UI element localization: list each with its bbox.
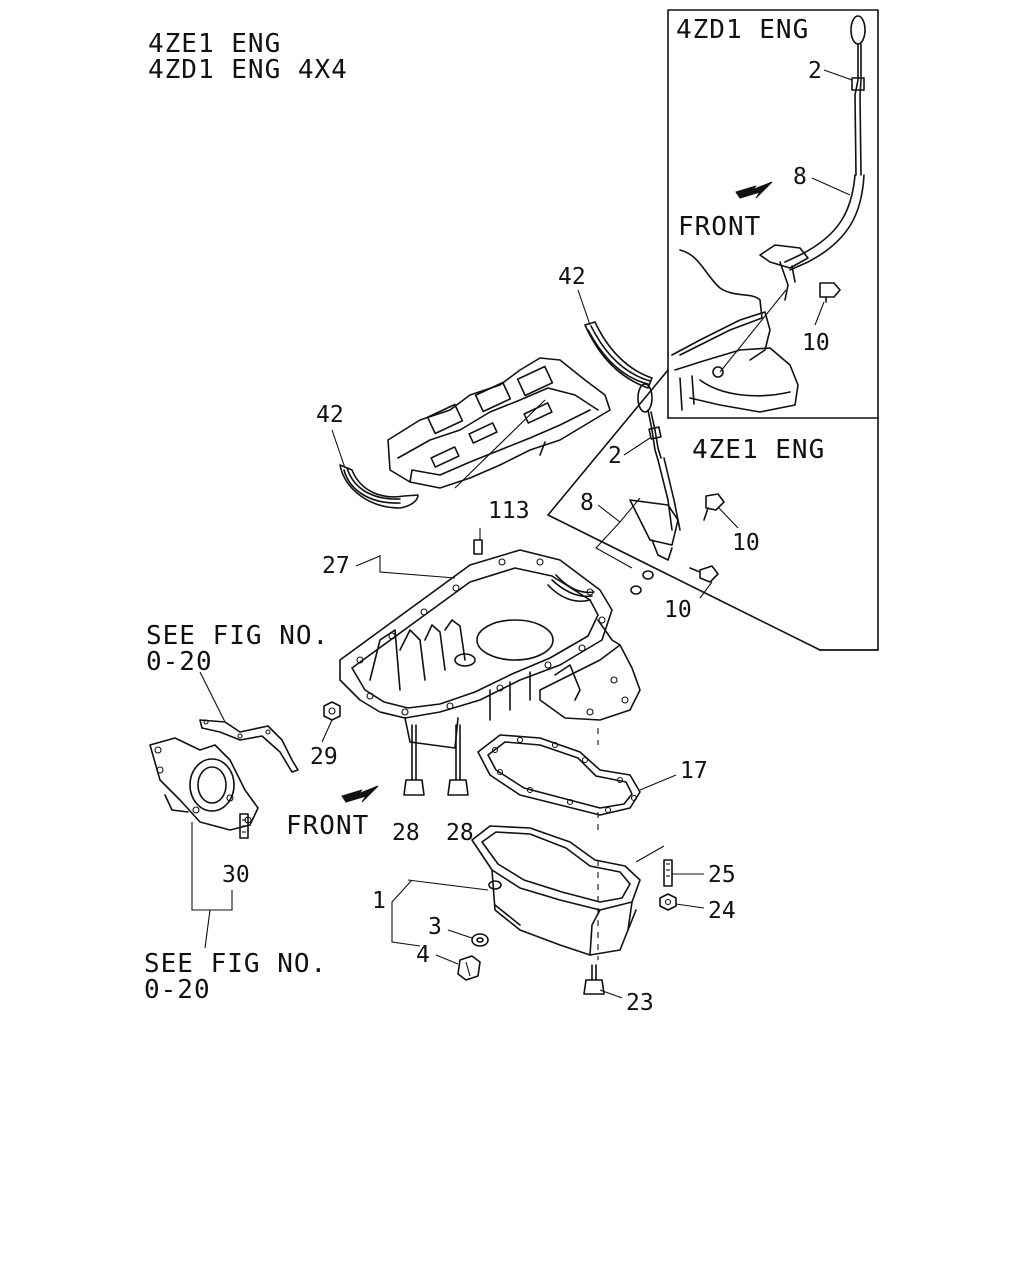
front-cover-gasket [199, 719, 299, 773]
drain-plug-4: 4 [416, 942, 481, 981]
front-arrow-icon-main [341, 785, 379, 803]
inset-4zd1-front-label: FRONT [678, 212, 761, 242]
callout-8-4ze1: 8 [580, 490, 594, 516]
callout-24: 24 [708, 898, 736, 924]
bearing-42-top: 42 [558, 264, 653, 389]
tube-bracket-4ze1 [629, 499, 679, 546]
main-front-label: FRONT [286, 811, 369, 841]
stud-113: 113 [473, 498, 530, 555]
bolt-10-upper-icon [705, 493, 725, 511]
header-title-line1: 4ZE1 ENG [148, 29, 281, 59]
engine-block-outline-4zd1 [679, 249, 763, 356]
callout-28-a: 28 [392, 820, 420, 846]
inset-frame [547, 9, 879, 651]
upper-oil-pan: 27 [322, 549, 641, 749]
inset-4zd1: 4ZD1 ENG 10 2 8 FRONT [671, 15, 866, 413]
bolt-10-icon-4zd1 [819, 282, 841, 298]
callout-2-4ze1: 2 [608, 443, 622, 469]
bolt-28-a: 28 [392, 724, 425, 846]
see-fig-bottom-line1: SEE FIG NO. [144, 949, 327, 979]
front-cover-oil-pump [149, 737, 259, 831]
washer-3: 3 [428, 914, 489, 947]
stud-25: 25 [635, 845, 736, 888]
callout-3: 3 [428, 914, 442, 940]
oil-pan-gasket: 17 [477, 734, 708, 816]
bearing-42-left: 42 [316, 402, 419, 509]
callout-10-4ze1-upper: 10 [732, 530, 760, 556]
callout-30: 30 [222, 862, 250, 888]
header-title-line2: 4ZD1 ENG 4X4 [148, 55, 348, 85]
callout-42-left: 42 [316, 402, 344, 428]
see-fig-top-line1: SEE FIG NO. [146, 621, 329, 651]
bolt-23: 23 [583, 964, 654, 1016]
callout-4: 4 [416, 942, 430, 968]
tube-bracket-4zd1 [759, 244, 809, 269]
nut-29: 29 [310, 701, 341, 770]
callout-2-4zd1: 2 [808, 58, 822, 84]
callout-29: 29 [310, 744, 338, 770]
callout-10-4zd1: 10 [802, 330, 830, 356]
callout-25: 25 [708, 862, 736, 888]
bearing-cap-ladder [387, 357, 611, 489]
callout-10-4ze1-lower: 10 [664, 597, 692, 623]
callout-17: 17 [680, 758, 708, 784]
lower-oil-pan: 1 [372, 825, 641, 956]
see-fig-top-line2: 0-20 [146, 647, 213, 677]
dipstick-rod-4ze1 [657, 459, 673, 531]
front-arrow-icon-4zd1 [735, 181, 773, 199]
callout-8-4zd1: 8 [793, 164, 807, 190]
callout-27: 27 [322, 553, 350, 579]
dipstick-rod [854, 43, 859, 176]
inset-4ze1-title: 4ZE1 ENG [692, 435, 825, 465]
pan-bolt-holes [356, 558, 629, 716]
see-fig-bottom-line2: 0-20 [144, 975, 211, 1005]
bolt-28-b: 28 [446, 724, 474, 846]
callout-23: 23 [626, 990, 654, 1016]
callout-28-b: 28 [446, 820, 474, 846]
stud-30: 30 [222, 813, 250, 888]
inset-4zd1-title: 4ZD1 ENG [676, 15, 809, 45]
dipstick-ring-icon [850, 15, 866, 45]
callout-42-top: 42 [558, 264, 586, 290]
callout-113: 113 [488, 498, 530, 524]
inset-4ze1: 4ZE1 ENG 10 10 2 8 [580, 383, 825, 623]
nut-24: 24 [659, 893, 736, 924]
bolt-10-lower-icon [699, 565, 719, 583]
callout-1: 1 [372, 888, 386, 914]
